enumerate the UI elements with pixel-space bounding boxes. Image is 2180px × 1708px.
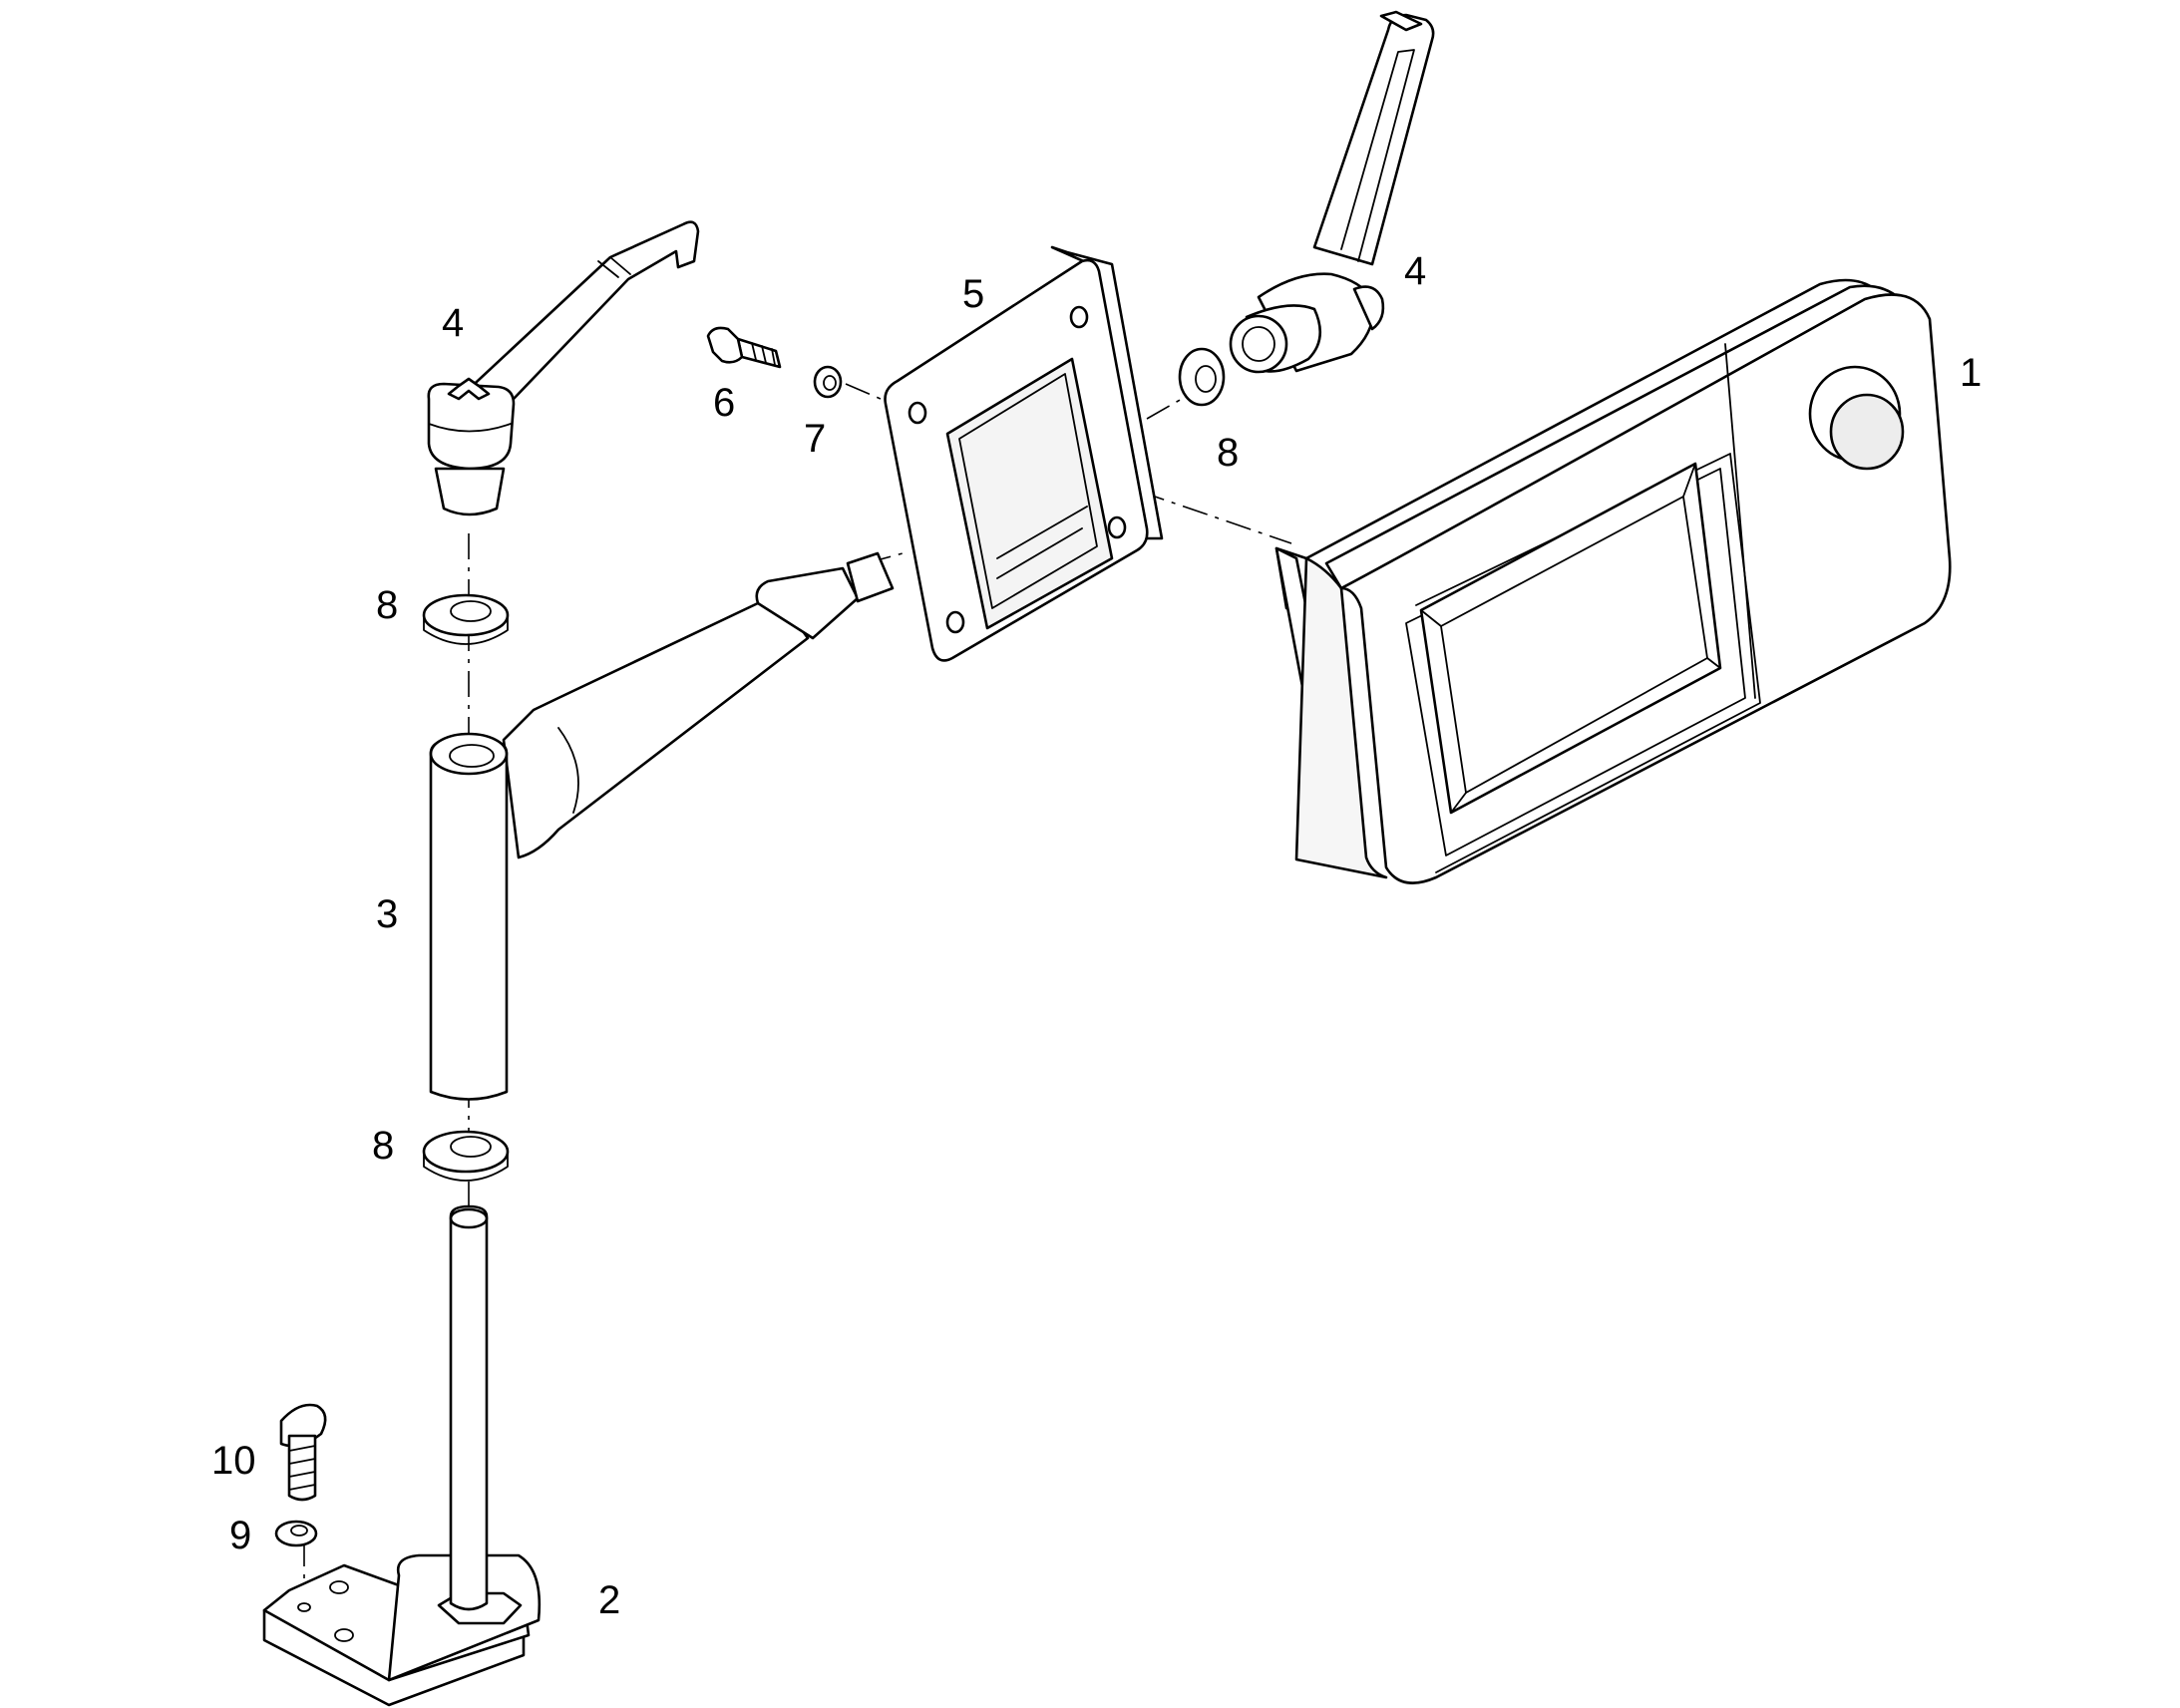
callout-2: 2 — [598, 1578, 620, 1622]
clamping-lever-left — [427, 220, 700, 516]
washer-lower — [422, 1130, 510, 1182]
callout-9: 9 — [229, 1514, 251, 1557]
callout-4-right: 4 — [1404, 249, 1426, 293]
clamping-lever-right — [1229, 10, 1435, 374]
callout-8-upper: 8 — [376, 583, 398, 627]
callout-4-left: 4 — [442, 301, 464, 345]
callout-8-lower: 8 — [372, 1124, 394, 1168]
mounting-plate — [884, 245, 1164, 662]
lock-washer — [813, 365, 843, 399]
callout-7: 7 — [804, 417, 826, 461]
callout-3: 3 — [376, 892, 398, 936]
callout-5: 5 — [962, 272, 984, 316]
callout-6: 6 — [713, 381, 735, 425]
washer-small — [274, 1520, 318, 1547]
callout-8-right: 8 — [1217, 431, 1239, 475]
support-arm — [429, 551, 895, 1101]
display-unit — [1274, 278, 1952, 884]
screw — [706, 326, 782, 369]
base-with-rod — [262, 1204, 542, 1707]
washer-upper — [422, 593, 510, 645]
washer-right — [1178, 347, 1226, 407]
callouts: 1 2 3 4 4 5 6 7 8 8 8 9 10 — [211, 249, 1982, 1622]
callout-10: 10 — [211, 1439, 256, 1483]
callout-1: 1 — [1960, 351, 1982, 395]
hex-bolt — [279, 1403, 327, 1502]
